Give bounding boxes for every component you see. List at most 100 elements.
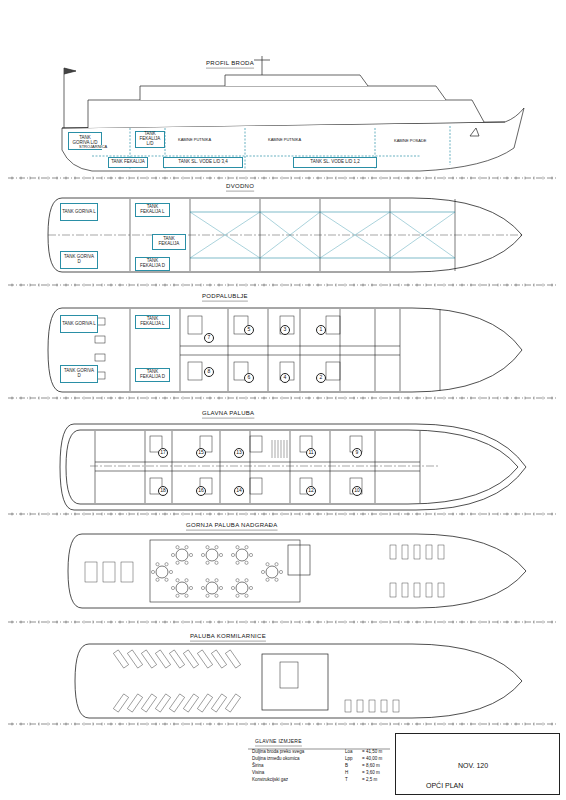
frame-tick (138, 284, 139, 287)
frame-tick (444, 513, 445, 516)
stern-seat (121, 562, 133, 582)
frame-tick (390, 723, 391, 726)
frame-tick (327, 513, 328, 516)
frame-tick (129, 397, 130, 400)
drawing-stroke (190, 199, 191, 271)
frame-tick (417, 513, 418, 516)
chair (189, 553, 192, 556)
frame-tick (390, 284, 391, 287)
chair (236, 546, 239, 549)
drawing-stroke (90, 466, 440, 467)
frame-tick (336, 284, 337, 287)
frame-tick (165, 397, 166, 400)
callout-number: 1 (316, 325, 326, 335)
chair (279, 570, 282, 573)
frame-tick (84, 513, 85, 516)
frame-tick (273, 284, 274, 287)
frame-tick (552, 513, 553, 516)
frame-tick (291, 284, 292, 287)
frame-tick (237, 513, 238, 516)
frame-tick (57, 513, 58, 516)
frame-tick (516, 723, 517, 726)
frame-tick (498, 513, 499, 516)
frame-tick (219, 284, 220, 287)
frame-tick (372, 513, 373, 516)
chair (165, 578, 168, 581)
sun-lounger (169, 694, 184, 712)
chair (171, 586, 174, 589)
bed-symbol (188, 362, 202, 380)
chair (165, 563, 168, 566)
frame-tick (417, 723, 418, 726)
frame-tick (174, 284, 175, 287)
sun-lounger (390, 583, 396, 597)
frame-tick (327, 284, 328, 287)
frame-tick (408, 284, 409, 287)
stair-step (284, 440, 285, 458)
sun-lounger (183, 650, 198, 668)
frame-tick (192, 621, 193, 624)
frame-tick (336, 723, 337, 726)
frame-tick (237, 723, 238, 726)
frame-tick (210, 723, 211, 726)
frame-tick (282, 723, 283, 726)
dimension-entry: = 3,60 m (362, 771, 380, 776)
chair (185, 561, 188, 564)
frame-tick (102, 621, 103, 624)
frame-tick (111, 397, 112, 400)
frame-tick (399, 397, 400, 400)
frame-tick (498, 723, 499, 726)
frame-tick (93, 723, 94, 726)
frame-tick (426, 177, 427, 180)
frame-tick (93, 513, 94, 516)
frame-tick (57, 284, 58, 287)
frame-tick (318, 513, 319, 516)
frame-tick (480, 397, 481, 400)
frame-tick (444, 397, 445, 400)
chair (266, 563, 269, 566)
chair (185, 594, 188, 597)
space-label: KABINE PUTNIKA (178, 138, 211, 142)
sun-lounger (402, 545, 408, 559)
frame-tick (408, 513, 409, 516)
frame-tick (39, 621, 40, 624)
frame-tick (246, 621, 247, 624)
frame-tick (165, 621, 166, 624)
frame-tick (489, 621, 490, 624)
heading-underline (255, 746, 302, 747)
frame-tick (129, 513, 130, 516)
chair (215, 561, 218, 564)
frame-tick (147, 284, 148, 287)
frame-tick (246, 397, 247, 400)
frame-tick (84, 397, 85, 400)
frame-tick (138, 397, 139, 400)
frame-tick (84, 723, 85, 726)
frame-tick (525, 723, 526, 726)
chair (261, 570, 264, 573)
frame-tick (201, 513, 202, 516)
drawing-stroke (420, 431, 421, 503)
dining-table (206, 582, 218, 594)
frame-tick (156, 513, 157, 516)
callout-number: 18 (158, 486, 168, 496)
chair (236, 594, 239, 597)
callout-number: 9 (352, 448, 362, 458)
chair (156, 563, 159, 566)
chair (245, 594, 248, 597)
frame-tick (48, 177, 49, 180)
frame-tick (534, 177, 535, 180)
frame-tick (507, 621, 508, 624)
tank-label: TANK GORIVA L (61, 322, 97, 327)
frame-tick (120, 723, 121, 726)
frame-tick (471, 723, 472, 726)
frame-tick (228, 177, 229, 180)
drawing-stroke (330, 431, 331, 503)
tank-label: TANK FEKALIJA (153, 237, 185, 247)
frame-tick (336, 513, 337, 516)
frame-tick (498, 177, 499, 180)
heading-underline (190, 641, 266, 642)
frame-tick (417, 177, 418, 180)
sun-lounger (127, 650, 142, 668)
frame-tick (543, 621, 544, 624)
